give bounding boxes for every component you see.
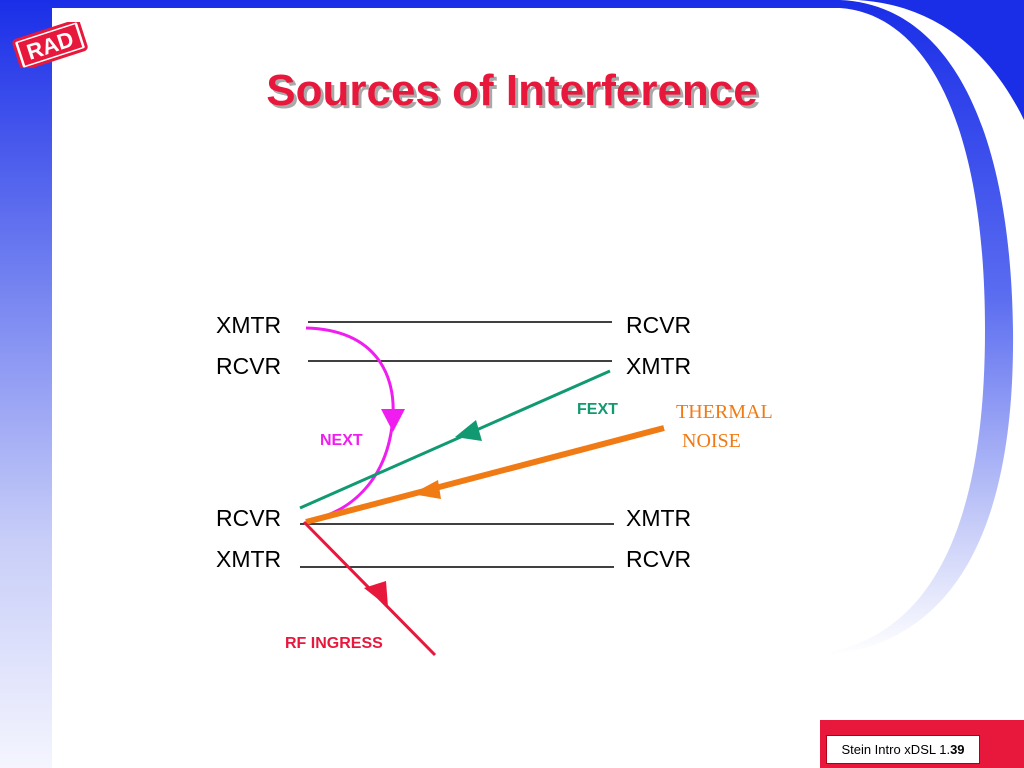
thermal-noise-arrowhead — [412, 480, 441, 499]
footer-page-number: 39 — [950, 742, 965, 757]
top-right-label-1: RCVR — [626, 312, 692, 338]
rf-ingress-arrowhead — [364, 581, 388, 607]
slide-title: Sources of Interference — [266, 66, 758, 115]
rf-ingress-label: RF INGRESS — [285, 635, 383, 652]
rad-logo: RAD — [12, 22, 88, 68]
top-bar — [52, 0, 1024, 120]
bottom-left-label-1: RCVR — [216, 505, 282, 531]
fext-label: FEXT — [577, 401, 618, 418]
bottom-right-label-2: RCVR — [626, 546, 692, 572]
bottom-left-label-2: XMTR — [216, 546, 282, 572]
left-gradient-band — [0, 0, 52, 768]
top-left-label-1: XMTR — [216, 312, 282, 338]
bottom-right-label-1: XMTR — [626, 505, 692, 531]
footer-box: Stein Intro xDSL 1.39 — [826, 735, 980, 764]
top-left-label-2: RCVR — [216, 353, 282, 379]
noise-label: NOISE — [682, 430, 741, 452]
next-arrowhead — [381, 409, 405, 432]
thermal-noise-line — [305, 425, 665, 525]
footer-text: Stein Intro xDSL 1. — [841, 742, 951, 757]
next-label: NEXT — [320, 432, 363, 449]
fext-line — [299, 369, 611, 510]
thermal-label: THERMAL — [676, 401, 773, 423]
fext-arrowhead — [455, 420, 482, 441]
top-right-label-2: XMTR — [626, 353, 692, 379]
next-curve — [305, 326, 395, 523]
